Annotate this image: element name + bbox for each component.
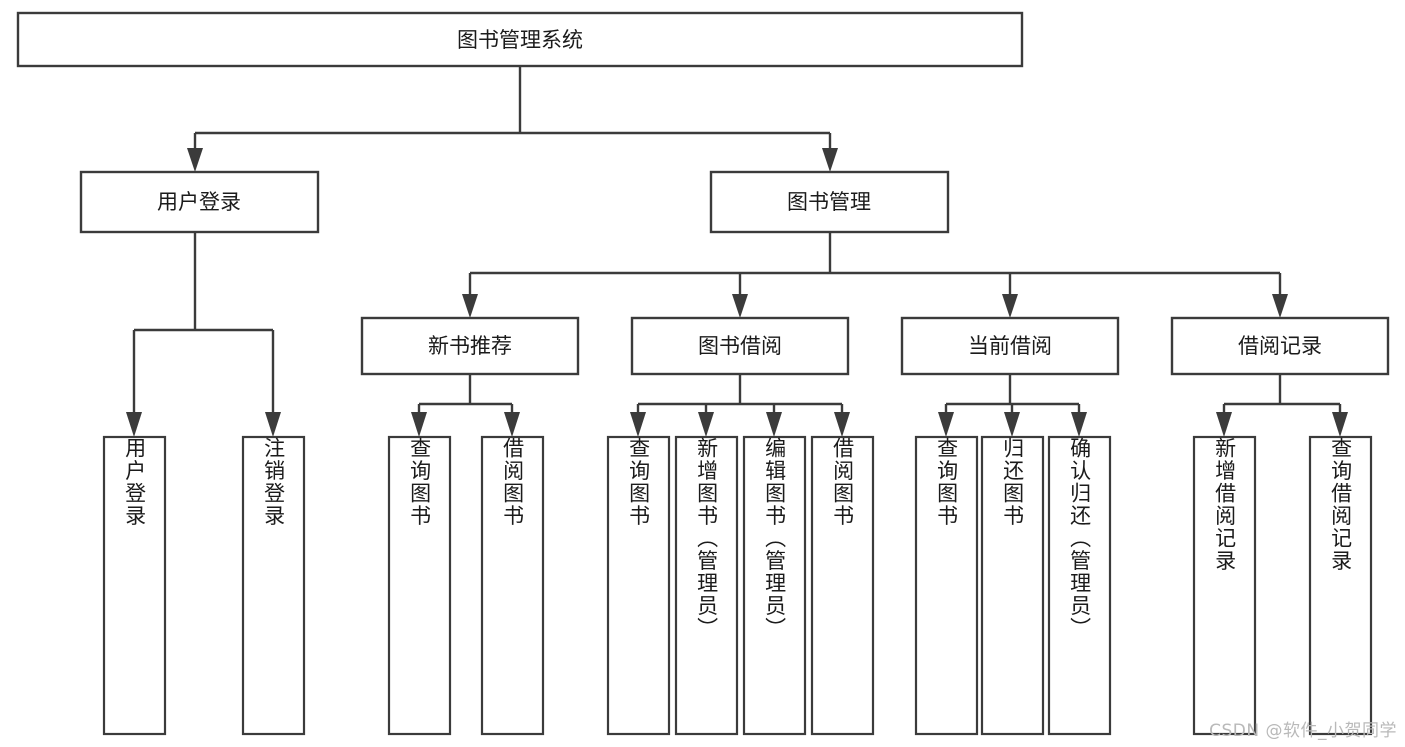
- leaf-query-book-1-box[interactable]: [387, 435, 452, 736]
- node-borrow-record[interactable]: 借阅记录: [1170, 316, 1390, 376]
- leaf-add-record-box[interactable]: [1192, 435, 1257, 736]
- arrow-leaf-logout-login: [265, 412, 281, 437]
- arrow-new-book-recommend: [462, 294, 478, 318]
- arrow-book-manage: [822, 148, 838, 172]
- arrow-leaf-edit-book: [766, 412, 782, 437]
- node-borrow-record-box[interactable]: [1170, 316, 1390, 376]
- leaf-return-book-box[interactable]: [980, 435, 1045, 736]
- node-current-borrow[interactable]: 当前借阅: [900, 316, 1120, 376]
- arrow-leaf-borrow-book-1: [504, 412, 520, 437]
- leaf-borrow-book-1-box[interactable]: [480, 435, 545, 736]
- node-new-book-recommend-box[interactable]: [360, 316, 580, 376]
- node-book-manage-label: 图书管理: [787, 190, 871, 214]
- leaf-logout-login-box[interactable]: [241, 435, 306, 736]
- watermark: CSDN @软件_小贺同学: [1209, 721, 1397, 741]
- arrow-book-borrow: [732, 294, 748, 318]
- leaf-add-book-box[interactable]: [674, 435, 739, 736]
- node-book-borrow-box[interactable]: [630, 316, 850, 376]
- arrow-leaf-user-login: [126, 412, 142, 437]
- arrow-current-borrow: [1002, 294, 1018, 318]
- node-user-login-label: 用户登录: [157, 190, 241, 214]
- arrow-leaf-borrow-book-2: [834, 412, 850, 437]
- node-book-borrow-label: 图书借阅: [698, 334, 782, 358]
- node-new-book-recommend-label: 新书推荐: [428, 334, 512, 358]
- arrow-leaf-add-record: [1216, 412, 1232, 437]
- arrow-leaf-confirm-return: [1071, 412, 1087, 437]
- node-borrow-record-label: 借阅记录: [1238, 334, 1322, 358]
- node-book-manage-box[interactable]: [709, 170, 950, 234]
- leaf-query-book-2-box[interactable]: [606, 435, 671, 736]
- arrow-leaf-query-record: [1332, 412, 1348, 437]
- node-current-borrow-label: 当前借阅: [968, 334, 1052, 358]
- node-book-borrow[interactable]: 图书借阅: [630, 316, 850, 376]
- leaf-boxes-group: [102, 435, 1373, 736]
- node-new-book-recommend[interactable]: 新书推荐: [360, 316, 580, 376]
- node-user-login-box[interactable]: [79, 170, 320, 234]
- node-book-manage[interactable]: 图书管理: [709, 170, 950, 234]
- node-root[interactable]: 图书管理系统: [16, 11, 1024, 68]
- node-root-label: 图书管理系统: [457, 28, 583, 52]
- arrow-user-login: [187, 148, 203, 172]
- leaf-borrow-book-2-box[interactable]: [810, 435, 875, 736]
- leaf-query-record-box[interactable]: [1308, 435, 1373, 736]
- leaf-query-book-3-box[interactable]: [914, 435, 979, 736]
- connector-group: [126, 66, 1348, 437]
- node-user-login[interactable]: 用户登录: [79, 170, 320, 234]
- leaf-user-login-box[interactable]: [102, 435, 167, 736]
- arrow-leaf-query-book-3: [938, 412, 954, 437]
- arrow-borrow-record: [1272, 294, 1288, 318]
- leaf-confirm-return-box[interactable]: [1047, 435, 1112, 736]
- leaf-edit-book-box[interactable]: [742, 435, 807, 736]
- arrow-leaf-query-book-2: [630, 412, 646, 437]
- arrow-leaf-query-book-1: [411, 412, 427, 437]
- node-current-borrow-box[interactable]: [900, 316, 1120, 376]
- node-root-box[interactable]: [16, 11, 1024, 68]
- arrow-leaf-return-book: [1004, 412, 1020, 437]
- arrow-leaf-add-book: [698, 412, 714, 437]
